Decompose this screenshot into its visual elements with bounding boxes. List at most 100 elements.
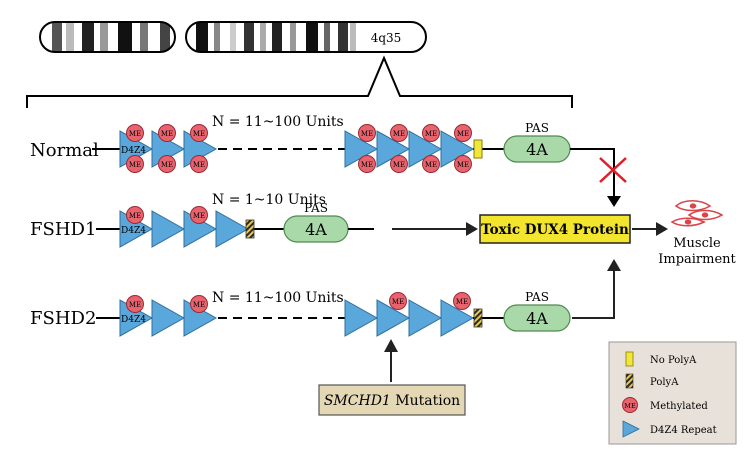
me-label: ME bbox=[393, 161, 405, 169]
mutation-box: SMCHD1 Mutation bbox=[318, 384, 466, 416]
legend-polya-swatch bbox=[625, 373, 634, 389]
d4z4-repeat-triangle bbox=[151, 299, 186, 337]
methylation-circle bbox=[190, 155, 208, 173]
mutation-arrowhead bbox=[384, 339, 398, 352]
muscle-cells-icon bbox=[670, 199, 724, 227]
unit-count-fshd2: N = 11~100 Units bbox=[212, 290, 344, 306]
methylation-circle bbox=[190, 295, 208, 313]
d4z4-label: D4Z4 bbox=[121, 226, 146, 236]
me-label: ME bbox=[193, 161, 205, 169]
me-label: ME bbox=[392, 298, 404, 306]
no-polya-marker bbox=[473, 139, 483, 159]
row-normal: D4Z4 ME ME ME ME ME ME ME ME ME ME ME bbox=[92, 121, 627, 207]
toxic-protein-box: Toxic DUX4 Protein bbox=[479, 214, 631, 244]
methylation-circle bbox=[126, 295, 144, 313]
svg-text:SMCHD1 Mutation: SMCHD1 Mutation bbox=[324, 393, 460, 409]
me-label: ME bbox=[425, 161, 437, 169]
row-fshd1: D4Z4 ME ME 4A PAS bbox=[96, 201, 478, 248]
me-label: ME bbox=[624, 402, 636, 410]
methylation-circle bbox=[126, 206, 144, 224]
legend-repeat-swatch bbox=[622, 420, 640, 438]
unit-count-fshd1: N = 1~10 Units bbox=[212, 192, 326, 208]
legend-no-polya-swatch bbox=[625, 351, 634, 367]
chromosome-band-label: 4q35 bbox=[371, 31, 402, 45]
me-label: ME bbox=[129, 161, 141, 169]
d4z4-label: D4Z4 bbox=[121, 315, 146, 325]
methylation-circle bbox=[454, 124, 472, 142]
me-label: ME bbox=[129, 130, 141, 138]
me-label: ME bbox=[193, 130, 205, 138]
methylation-circle bbox=[422, 124, 440, 142]
me-label: ME bbox=[193, 301, 205, 309]
methylation-circle bbox=[422, 155, 440, 173]
legend-box: No PolyA PolyA ME Methylated D4Z4 Repeat bbox=[608, 341, 737, 445]
pas-label: PAS bbox=[525, 121, 549, 135]
me-label: ME bbox=[129, 301, 141, 309]
methylation-circle bbox=[358, 155, 376, 173]
methylation-circle bbox=[358, 124, 376, 142]
fshd2-path-line bbox=[572, 268, 615, 319]
normal-path-line bbox=[570, 148, 615, 200]
gene-4a-label: 4A bbox=[526, 309, 548, 328]
legend-polya-label: PolyA bbox=[650, 377, 679, 388]
d4z4-repeat-triangle bbox=[440, 299, 475, 337]
d4z4-repeat-triangle bbox=[376, 299, 411, 337]
me-label: ME bbox=[161, 130, 173, 138]
gene-4a-oval bbox=[503, 304, 571, 332]
legend-methylated-swatch bbox=[622, 397, 638, 413]
d4z4-repeat-triangle bbox=[408, 299, 443, 337]
methylation-circle bbox=[190, 206, 208, 224]
me-label: ME bbox=[193, 212, 205, 220]
chromosome-ideogram: 4q35 bbox=[39, 21, 427, 53]
gene-4a-label: 4A bbox=[526, 140, 548, 159]
pas-label: PAS bbox=[525, 290, 549, 304]
me-label: ME bbox=[457, 130, 469, 138]
row-label-fshd2: FSHD2 bbox=[30, 308, 96, 329]
zoom-bracket bbox=[26, 55, 573, 108]
legend-repeat-label: D4Z4 Repeat bbox=[650, 425, 717, 436]
pas-label: PAS bbox=[304, 201, 328, 215]
methylation-circle bbox=[390, 124, 408, 142]
methylation-circle bbox=[454, 155, 472, 173]
me-label: ME bbox=[361, 130, 373, 138]
polya-marker bbox=[245, 219, 255, 239]
d4z4-label: D4Z4 bbox=[121, 146, 146, 156]
methylation-circle bbox=[190, 124, 208, 142]
protein-to-outcome-arrowhead bbox=[656, 222, 668, 236]
polya-marker bbox=[473, 308, 483, 328]
row-label-normal: Normal bbox=[30, 140, 99, 161]
me-label: ME bbox=[457, 161, 469, 169]
me-label: ME bbox=[129, 212, 141, 220]
methylation-circle bbox=[158, 155, 176, 173]
toxic-protein-label: Toxic DUX4 Protein bbox=[481, 222, 629, 238]
unit-count-normal: N = 11~100 Units bbox=[212, 114, 344, 130]
d4z4-repeat-triangle bbox=[215, 210, 250, 248]
me-label: ME bbox=[456, 298, 468, 306]
me-label: ME bbox=[393, 130, 405, 138]
methylation-circle bbox=[126, 124, 144, 142]
fshd2-arrowhead bbox=[607, 259, 621, 271]
methylation-circle bbox=[126, 155, 144, 173]
gene-4a-label: 4A bbox=[305, 220, 327, 239]
d4z4-repeat-triangle bbox=[344, 299, 379, 337]
row-fshd2: D4Z4 ME ME ME ME 4A PAS bbox=[96, 259, 621, 337]
d4z4-repeat-triangle bbox=[151, 210, 186, 248]
outcome-line2: Impairment bbox=[658, 252, 736, 267]
legend-methylated-label: Methylated bbox=[650, 401, 708, 412]
methylation-circle bbox=[390, 155, 408, 173]
mutation-text: Mutation bbox=[391, 393, 460, 409]
methylation-circle bbox=[158, 124, 176, 142]
blocked-x-icon bbox=[599, 157, 627, 183]
methylation-circle bbox=[389, 292, 407, 310]
outcome-line1: Muscle bbox=[673, 236, 721, 251]
fshd1-arrowhead bbox=[466, 222, 478, 236]
legend-no-polya-label: No PolyA bbox=[650, 355, 697, 366]
mutation-gene-name: SMCHD1 bbox=[324, 393, 391, 409]
me-label: ME bbox=[425, 130, 437, 138]
me-label: ME bbox=[361, 161, 373, 169]
normal-arrowhead bbox=[607, 196, 621, 207]
row-label-fshd1: FSHD1 bbox=[30, 219, 96, 240]
me-label: ME bbox=[161, 161, 173, 169]
methylation-circle bbox=[453, 292, 471, 310]
